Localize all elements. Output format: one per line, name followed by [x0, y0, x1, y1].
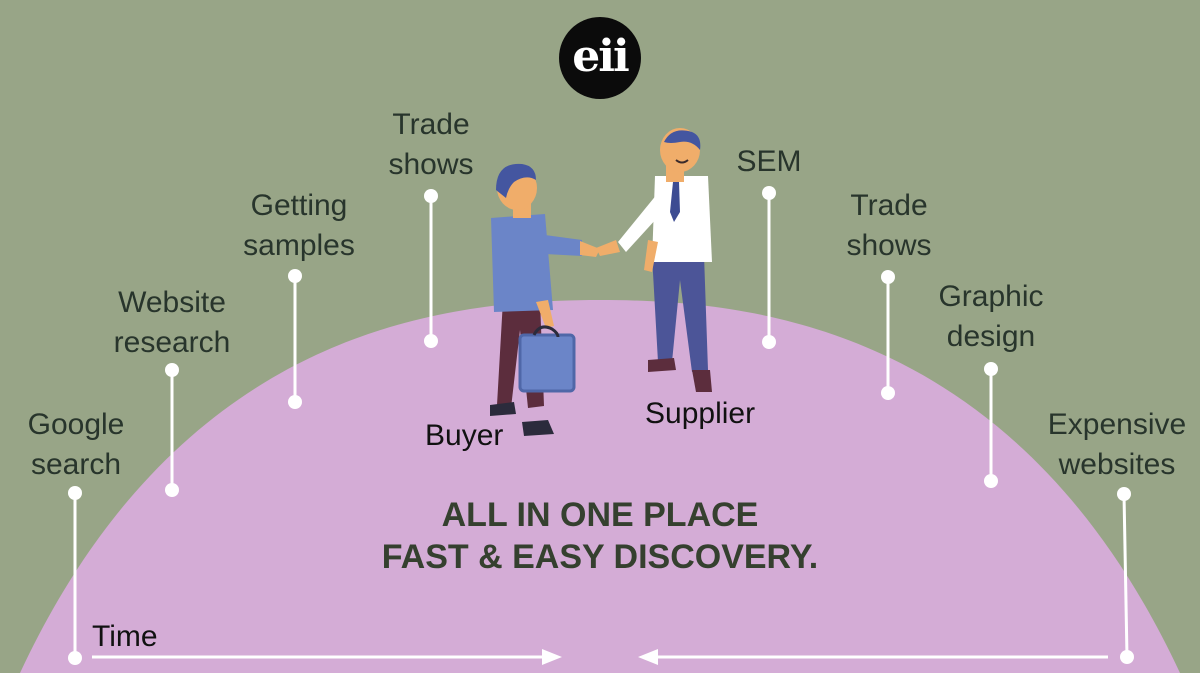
time-arrow-right	[92, 649, 562, 665]
supplier-label: Supplier	[645, 397, 756, 430]
pin-graphic-design	[984, 362, 998, 488]
time-arrow-left	[638, 649, 1108, 665]
headline: ALL IN ONE PLACE FAST & EASY DISCOVERY.	[0, 494, 1200, 578]
buyer-label: Buyer	[425, 419, 504, 452]
headline-line-2: FAST & EASY DISCOVERY.	[381, 538, 819, 576]
time-label: Time	[92, 620, 158, 653]
eii-logo: eii	[559, 17, 641, 99]
buyer-figure	[490, 163, 600, 436]
headline-line-1: ALL IN ONE PLACE	[441, 496, 759, 534]
pin-google-search	[68, 486, 82, 665]
supplier-figure	[596, 128, 712, 392]
pin-trade-shows-right	[881, 270, 895, 400]
pin-website-research	[165, 363, 179, 497]
pin-expensive-websites	[1117, 487, 1134, 664]
pin-sem	[762, 186, 776, 349]
pin-getting-samples	[288, 269, 302, 409]
pin-trade-shows-left	[424, 189, 438, 348]
label-sem: SEM	[736, 145, 802, 178]
